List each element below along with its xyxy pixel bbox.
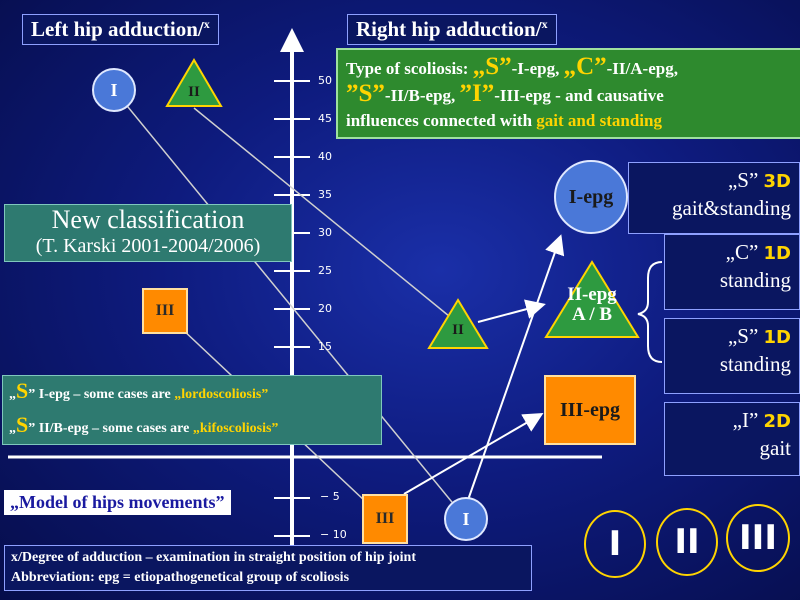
note-c-type: „C” xyxy=(563,53,607,80)
category-dimension: 3D xyxy=(763,171,791,192)
right-hip-header: Right hip adduction/x xyxy=(347,14,557,45)
tick-label: − 5 xyxy=(320,490,340,503)
marker-square-III-bottom: III xyxy=(362,494,408,544)
cases-s: S xyxy=(16,378,29,403)
category-dimension: 1D xyxy=(763,327,791,348)
category-box-s-1d: „S” 1D standing xyxy=(664,318,800,394)
new-classification-box: New classification (T. Karski 2001-2004/… xyxy=(4,204,292,262)
tick-label: 25 xyxy=(318,264,332,277)
category-quote: „I” xyxy=(732,408,759,432)
note-text: -III-epg - and causative xyxy=(494,86,664,105)
tick-label: 50 xyxy=(318,74,332,87)
note-text: -II/B-epg, xyxy=(384,86,460,105)
marker-triangle-II-mid xyxy=(427,298,489,349)
category-dimension: 2D xyxy=(763,411,791,432)
group-circle-I-epg: I-epg xyxy=(554,160,628,234)
category-box-s-3d: „S” 3D gait&standing xyxy=(628,162,800,234)
category-box-c-1d: „C” 1D standing xyxy=(664,234,800,310)
model-label: „Model of hips movements” xyxy=(4,490,231,515)
cases-highlight: „kifoscoliosis” xyxy=(192,421,279,436)
tick-label: 35 xyxy=(318,188,332,201)
group-square-III-epg: III-epg xyxy=(544,375,636,445)
category-box-i-2d: „I” 2D gait xyxy=(664,402,800,476)
footnote-line: x/Degree of adduction – examination in s… xyxy=(11,550,416,565)
marker-circle-I-bottom: I xyxy=(444,497,488,541)
marker-circle-I-top: I xyxy=(92,68,136,112)
tick-label: 45 xyxy=(318,112,332,125)
note-s-type: ”S” xyxy=(346,80,385,107)
left-hip-label: Left hip adduction/ xyxy=(31,17,204,41)
marker-triangle-II-mid-label: II xyxy=(452,322,464,338)
cases-text: „ xyxy=(9,387,16,402)
category-quote: „C” xyxy=(725,240,759,264)
tick-label: 15 xyxy=(318,340,332,353)
category-quote: „S” xyxy=(727,168,759,192)
group-II-epg-text: II-epg xyxy=(567,284,617,305)
left-hip-header: Left hip adduction/x xyxy=(22,14,219,45)
roman-circle-II: II xyxy=(656,508,718,576)
group-II-epg-label: II-epg A / B xyxy=(546,285,638,325)
cases-text: „ xyxy=(9,421,16,436)
footnote: x/Degree of adduction – examination in s… xyxy=(4,545,532,591)
new-classification-title: New classification xyxy=(51,205,245,234)
note-i-type: ”I” xyxy=(459,80,495,107)
superscript-x: x xyxy=(203,17,210,31)
category-dimension: 1D xyxy=(763,243,791,264)
category-text: standing xyxy=(719,352,791,376)
note-text: influences connected with xyxy=(346,111,537,130)
marker-triangle-II-top-label: II xyxy=(188,84,200,100)
group-II-epg-ab: A / B xyxy=(571,304,613,325)
new-classification-author: (T. Karski 2001-2004/2006) xyxy=(35,235,261,257)
cases-highlight: „lordoscoliosis” xyxy=(174,387,269,402)
group-triangle-II-epg xyxy=(544,260,640,338)
tick-label: − 10 xyxy=(320,528,347,541)
tick-label: 30 xyxy=(318,226,332,239)
tick-label: 40 xyxy=(318,150,332,163)
cases-text: ” II/B-epg – some cases are xyxy=(28,421,193,436)
category-text: gait&standing xyxy=(672,196,791,220)
note-text: -II/A-epg, xyxy=(606,59,678,78)
scoliosis-type-note: Type of scoliosis: „S”-I-epg, „C”-II/A-e… xyxy=(336,48,800,139)
cases-text: ” I-epg – some cases are xyxy=(28,387,175,402)
superscript-x: x xyxy=(541,17,548,31)
roman-circle-III: III xyxy=(726,504,790,572)
cases-box: „S” I-epg – some cases are „lordoscolios… xyxy=(2,375,382,445)
note-highlight: gait and standing xyxy=(536,111,662,130)
note-text: -I-epg, xyxy=(511,59,564,78)
marker-square-III-top: III xyxy=(142,288,188,334)
axis-arrowhead xyxy=(280,28,304,52)
note-text: Type of scoliosis: xyxy=(346,59,473,78)
tick-label: 20 xyxy=(318,302,332,315)
footnote-line: Abbreviation: epg = etiopathogenetical g… xyxy=(11,570,350,585)
category-quote: „S” xyxy=(727,324,759,348)
roman-circle-I: I xyxy=(584,510,646,578)
category-text: gait xyxy=(759,436,792,460)
cases-s: S xyxy=(16,412,29,437)
right-hip-label: Right hip adduction/ xyxy=(356,17,542,41)
marker-triangle-II-top xyxy=(165,58,223,107)
note-s-type: „S” xyxy=(472,53,512,80)
category-text: standing xyxy=(719,268,791,292)
